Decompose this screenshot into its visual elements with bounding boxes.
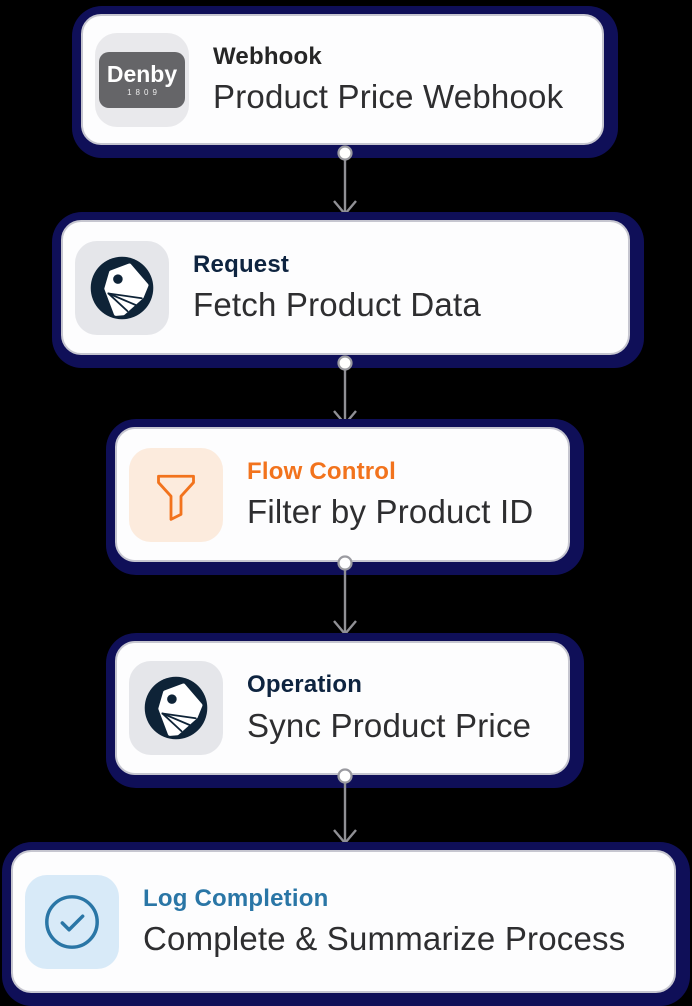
- output-port[interactable]: [337, 555, 353, 571]
- output-port[interactable]: [337, 355, 353, 371]
- node-type-label: Operation: [247, 671, 363, 699]
- node-title: Fetch Product Data: [193, 286, 481, 324]
- node-text: Log Completion Complete & Summarize Proc…: [143, 884, 626, 958]
- tag-logo-icon: [144, 676, 208, 740]
- funnel-icon: [157, 474, 195, 521]
- node-icon-tile: [75, 240, 169, 335]
- node-type-label: Webhook: [213, 42, 322, 70]
- node-text: Flow Control Filter by Product ID: [247, 457, 534, 531]
- output-port[interactable]: [337, 145, 353, 161]
- node-icon-tile: [25, 874, 119, 969]
- denby-logo-year: 1809: [127, 87, 161, 97]
- output-port[interactable]: [337, 768, 353, 784]
- node-type-label: Flow Control: [247, 457, 397, 485]
- node-card[interactable]: Operation Sync Product Price: [115, 641, 570, 775]
- node-card[interactable]: Denby 1809 Webhook Product Price Webhook: [81, 14, 604, 145]
- node-type-label: Log Completion: [143, 884, 329, 912]
- workflow-node-request[interactable]: Request Fetch Product Data: [52, 212, 644, 368]
- node-icon-tile: [129, 661, 223, 755]
- node-title: Product Price Webhook: [213, 78, 564, 116]
- node-card[interactable]: Request Fetch Product Data: [61, 220, 630, 355]
- node-title: Sync Product Price: [247, 706, 532, 744]
- workflow-node-operation[interactable]: Operation Sync Product Price: [106, 633, 584, 788]
- node-card[interactable]: Flow Control Filter by Product ID: [115, 427, 570, 562]
- check-circle-icon: [45, 894, 99, 949]
- node-icon-tile: [129, 447, 223, 542]
- node-text: Webhook Product Price Webhook: [213, 42, 564, 116]
- node-title: Filter by Product ID: [247, 493, 534, 531]
- tag-logo-icon: [90, 256, 154, 319]
- node-icon-tile: Denby 1809: [95, 32, 189, 127]
- workflow-node-webhook[interactable]: Denby 1809 Webhook Product Price Webhook: [72, 6, 618, 158]
- node-text: Request Fetch Product Data: [193, 250, 481, 324]
- denby-logo-icon: Denby 1809: [99, 51, 185, 108]
- denby-logo-name: Denby: [106, 60, 178, 87]
- node-text: Operation Sync Product Price: [247, 671, 532, 744]
- workflow-node-flow-control[interactable]: Flow Control Filter by Product ID: [106, 419, 584, 575]
- node-type-label: Request: [193, 250, 290, 278]
- node-title: Complete & Summarize Process: [143, 920, 626, 958]
- workflow-node-log-completion[interactable]: Log Completion Complete & Summarize Proc…: [2, 842, 690, 1006]
- node-card[interactable]: Log Completion Complete & Summarize Proc…: [11, 850, 676, 993]
